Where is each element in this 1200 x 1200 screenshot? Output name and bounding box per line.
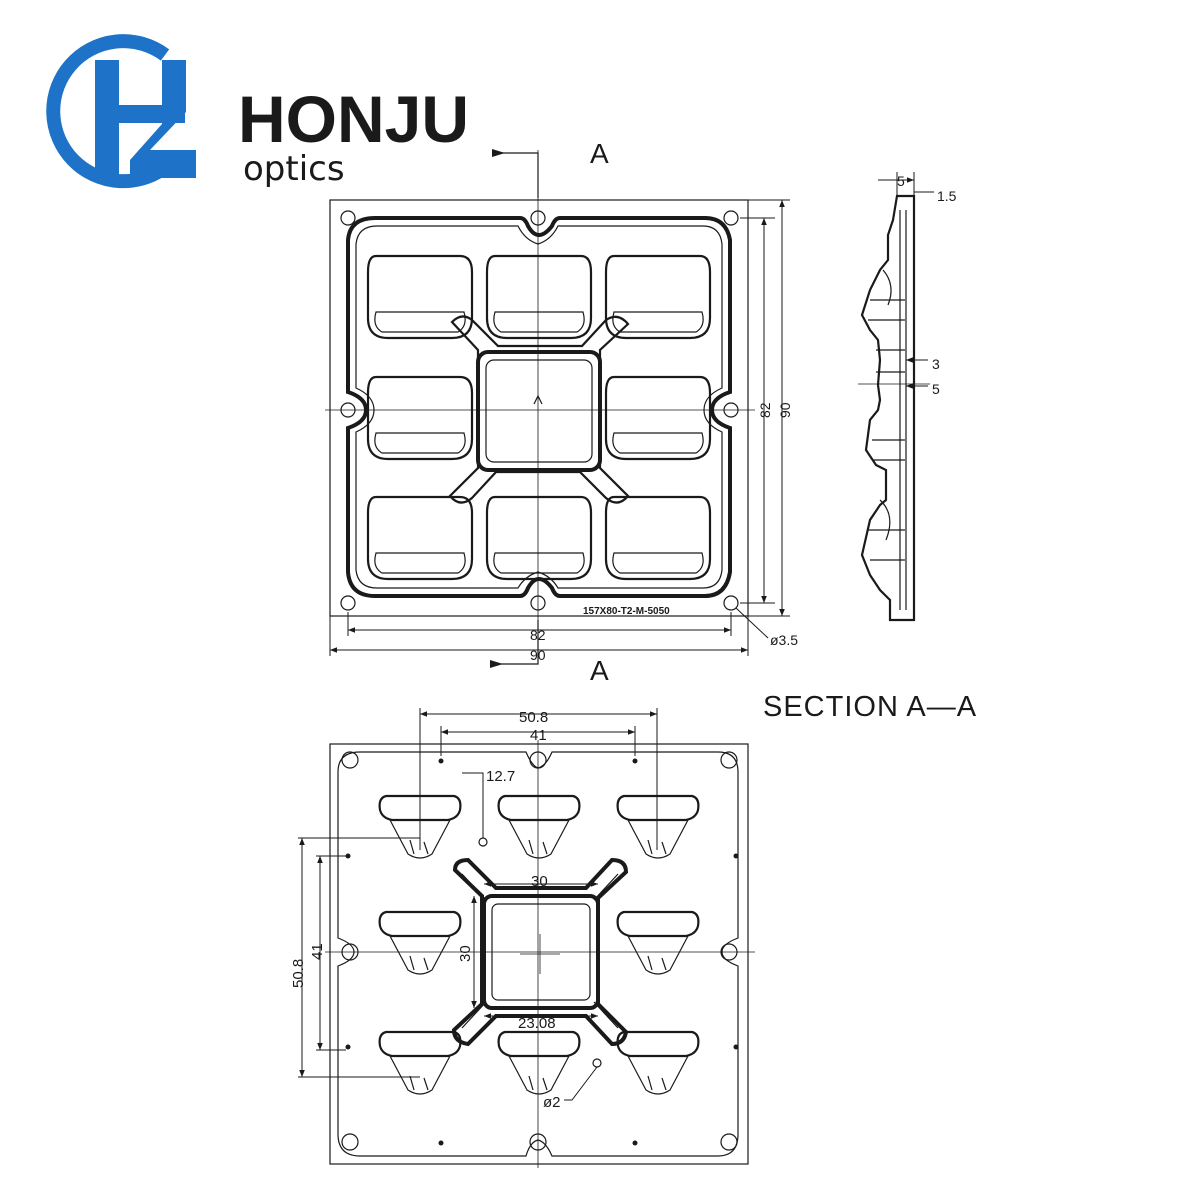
bottom-lenses — [378, 794, 700, 1095]
dim-outer-width: 90 — [530, 647, 546, 663]
dim-pitch-inner-v: 41 — [309, 943, 326, 960]
dim-center-gap: 23.08 — [518, 1015, 556, 1032]
bottom-lens-r1c3 — [616, 794, 700, 859]
dim-line-offset — [462, 772, 484, 838]
section-title: SECTION A—A — [763, 691, 977, 723]
part-number: 157X80-T2-M-5050 — [583, 606, 670, 617]
lens-r3c1 — [366, 495, 474, 581]
bottom-lens-r2c1 — [378, 910, 462, 975]
bottom-lens-r3c3 — [616, 1030, 700, 1095]
top-inner-outline-2 — [355, 225, 723, 589]
company-logo: HONJU optics — [46, 34, 469, 189]
section-arrow-top — [492, 152, 539, 198]
dim-outer-height: 90 — [777, 402, 793, 418]
section-mark-top: A — [590, 138, 609, 169]
brand-name: HONJU — [238, 82, 469, 156]
hole-bottom-left — [340, 595, 356, 611]
hole-top-left — [340, 210, 356, 226]
bottom-lens-r1c1 — [378, 794, 462, 859]
bottom-lens-r2c3 — [616, 910, 700, 975]
top-center-frame — [448, 315, 630, 504]
section-profile — [860, 194, 916, 622]
top-outer-plate — [329, 199, 749, 617]
bottom-lens-r1c2 — [497, 794, 581, 859]
lens-r2c3 — [604, 375, 712, 461]
top-lenses — [366, 254, 712, 581]
bottom-outer-plate — [329, 743, 749, 1165]
dim-center-w: 30 — [531, 873, 548, 890]
logo-z-shape — [130, 60, 196, 178]
top-view: A A 157X80-T2-M-5050 82 90 82 90 ø3.5 — [325, 138, 798, 686]
top-inner-outline — [346, 216, 732, 598]
dim-inner-height: 82 — [757, 402, 773, 418]
bottom-lens-r3c1 — [378, 1030, 462, 1095]
top-center-square — [476, 350, 602, 472]
top-mounting-holes — [340, 210, 739, 611]
hole-top-right — [723, 210, 739, 226]
lens-r3c3 — [604, 495, 712, 581]
dim-section-mid-lower: 5 — [932, 381, 940, 397]
lens-r1c2 — [485, 254, 593, 340]
lens-r3c2 — [485, 495, 593, 581]
dim-offset: 12.7 — [486, 768, 515, 785]
bottom-lens-r3c2 — [497, 1030, 581, 1095]
dim-pitch-outer-h: 50.8 — [519, 709, 548, 726]
dim-pitch-outer-v: 50.8 — [290, 959, 307, 988]
bottom-view: 50.8 41 12.7 50.8 41 30 30 23.08 ø2 — [290, 708, 755, 1168]
logo-arc — [46, 34, 173, 189]
lens-r2c1 — [366, 375, 474, 461]
hole-diameter: ø3.5 — [770, 632, 798, 648]
small-hole-leader — [564, 1066, 598, 1101]
section-mark-bottom: A — [590, 655, 609, 686]
dim-section-top: 5 — [897, 173, 905, 189]
hole-bottom-right — [723, 595, 739, 611]
dim-inner-width: 82 — [530, 627, 546, 643]
lens-r1c3 — [604, 254, 712, 340]
dim-section-mid-upper: 3 — [932, 356, 940, 372]
section-arrow-bottom — [490, 620, 539, 665]
brand-tagline: optics — [243, 149, 345, 189]
dim-section-top-right: 1.5 — [937, 188, 957, 204]
hole-leader — [735, 607, 769, 639]
small-hole-diameter: ø2 — [543, 1094, 561, 1111]
dim-pitch-inner-h: 41 — [530, 727, 547, 744]
dim-center-h: 30 — [457, 945, 474, 962]
section-view: 5 1.5 3 5 SECTION A—A — [763, 172, 977, 723]
